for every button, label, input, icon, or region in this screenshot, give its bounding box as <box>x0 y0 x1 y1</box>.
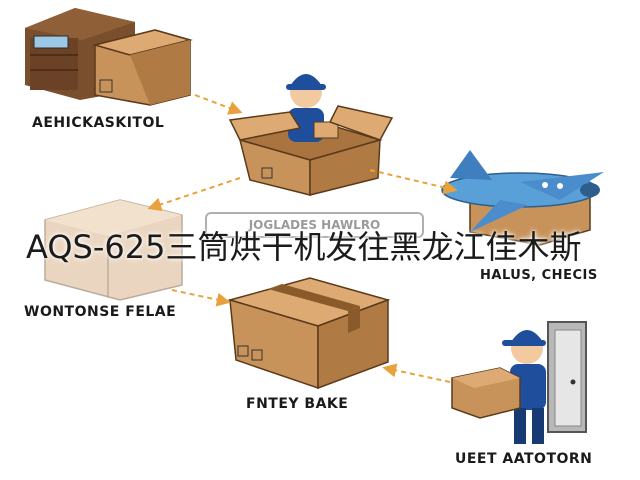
flow-arrows <box>147 94 458 383</box>
overlay-title: AQS-625三筒烘干机发往黑龙江佳木斯 <box>26 228 582 266</box>
packing-worker-illustration <box>228 74 394 196</box>
airplane-illustration <box>441 150 604 246</box>
customs-label: HALUS, CHECIS <box>480 268 598 283</box>
entry-label: FNTEY BAKE <box>246 396 349 412</box>
warehouse-label: AEHICKASKITOL <box>32 115 165 131</box>
delivery-worker-illustration <box>451 321 587 444</box>
sealed-box-illustration <box>227 277 391 390</box>
warehouse-illustration <box>25 8 193 106</box>
stamp-text: JOGLADES HAWLRO <box>205 212 424 238</box>
delivery-label: UEET AATOTORN <box>455 451 593 467</box>
packing-label: WONTONSE FELAE <box>24 304 177 320</box>
